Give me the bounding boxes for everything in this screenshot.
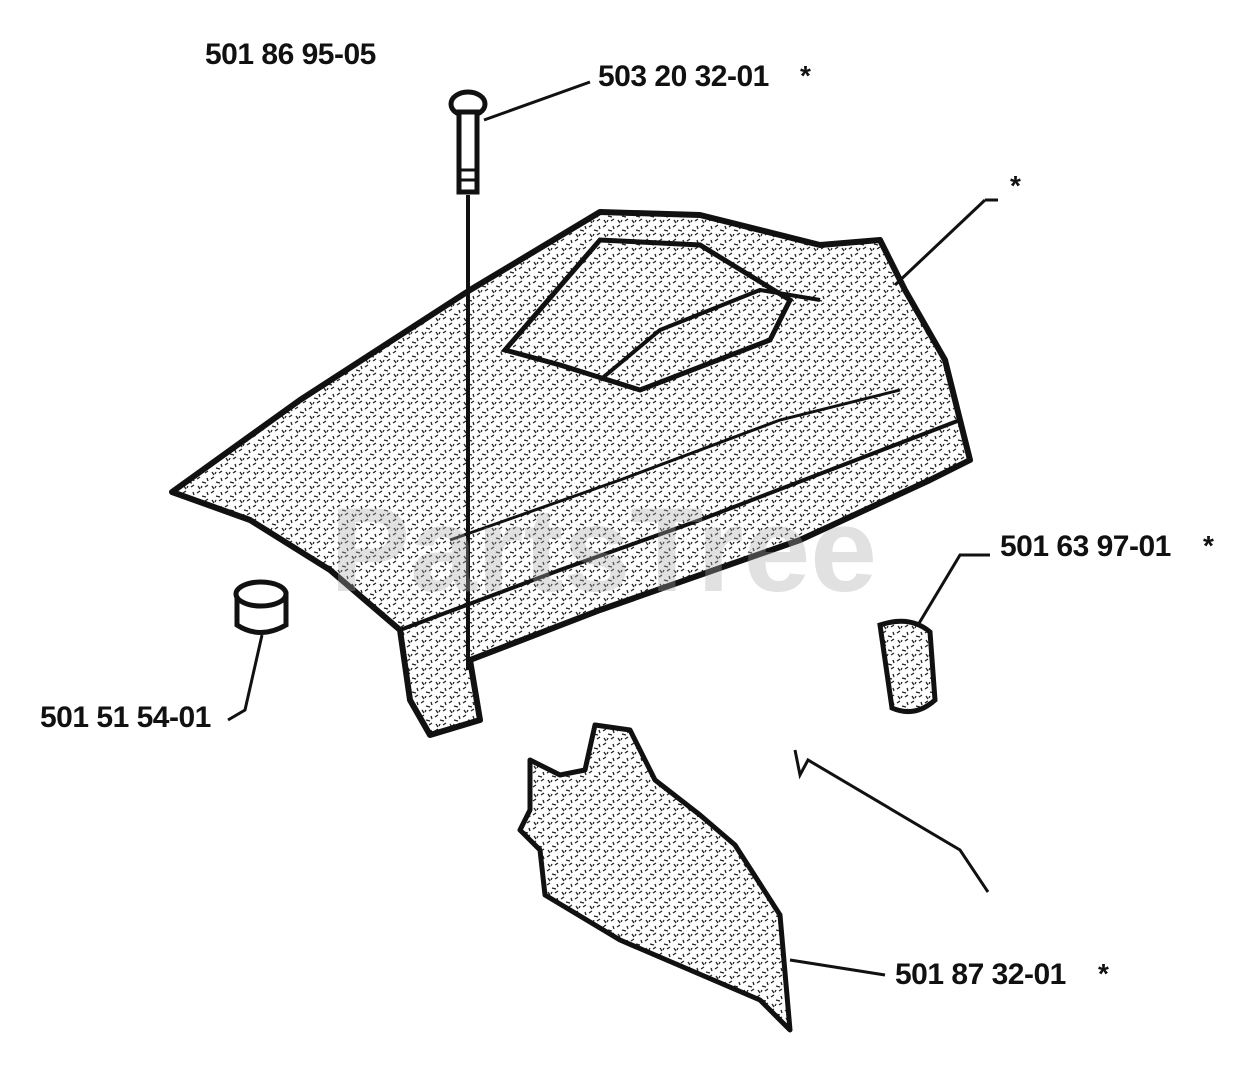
- part-label-plate: 501 87 32-01: [895, 958, 1066, 991]
- part-label-screw: 503 20 32-01: [598, 60, 769, 93]
- cover-body: [169, 209, 973, 738]
- part-star-knob: *: [1203, 530, 1214, 561]
- cover-mid-line: [449, 388, 901, 542]
- knob-part: [877, 553, 990, 715]
- cover-top-recess: [500, 237, 794, 393]
- plate-part: [517, 722, 990, 1033]
- cover-leader: [893, 198, 987, 287]
- screw-part: [448, 80, 591, 670]
- part-label-knob: 501 63 97-01: [1000, 530, 1171, 563]
- watermark-text: PartsTree: [330, 483, 878, 617]
- part-star-screw: *: [800, 60, 811, 91]
- plug-part: [227, 579, 289, 722]
- cover-lower-edge: [399, 418, 961, 632]
- part-star-cover: *: [1010, 170, 1021, 201]
- part-label-plug: 501 51 54-01: [40, 701, 211, 734]
- cover-ridge: [598, 287, 821, 382]
- part-label-assembly: 501 86 95-05: [205, 38, 376, 71]
- part-star-plate: *: [1098, 958, 1109, 989]
